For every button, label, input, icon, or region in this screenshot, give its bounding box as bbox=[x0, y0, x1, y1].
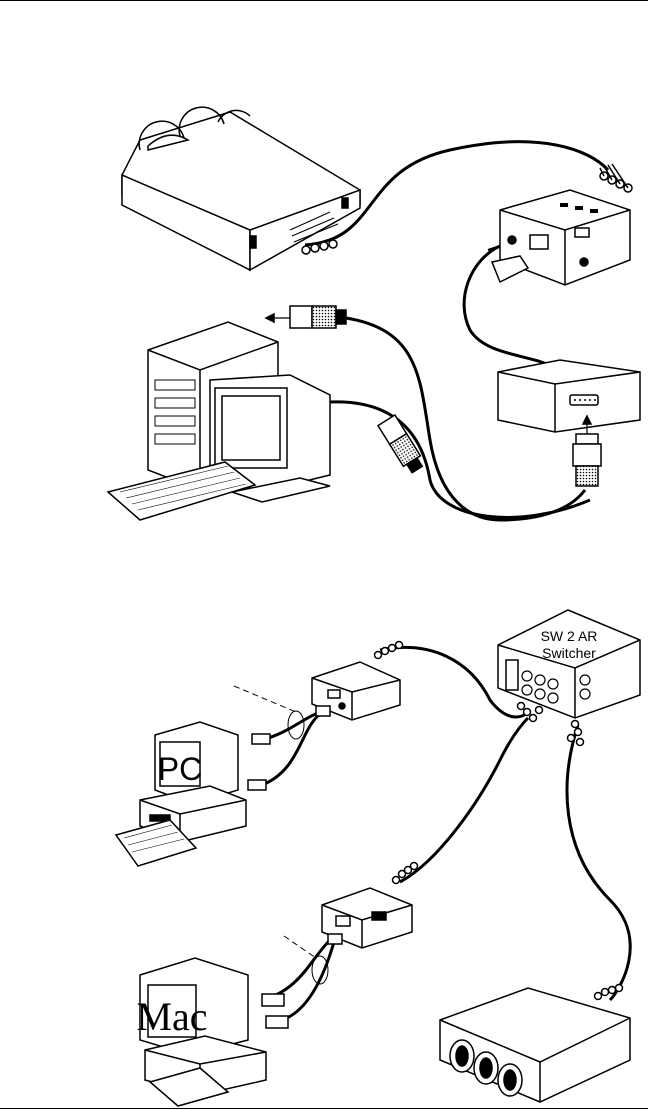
dsub-plug-top bbox=[492, 256, 528, 282]
switcher-label-line2: Switcher bbox=[542, 645, 596, 661]
projector-bottom bbox=[440, 988, 630, 1102]
bnc-connectors-right bbox=[600, 164, 632, 192]
pc-label: PC bbox=[158, 751, 202, 787]
bnc-switcher-out bbox=[568, 721, 584, 746]
sw2ar-switcher bbox=[498, 610, 640, 718]
cable-mac-to-switcher bbox=[400, 718, 528, 882]
mac-plug-2 bbox=[266, 1016, 288, 1028]
switcher-label-line1: SW 2 AR bbox=[541, 628, 598, 644]
pc-vga-plug-1 bbox=[252, 734, 270, 744]
mac-plug-3 bbox=[328, 934, 342, 944]
pc-vga-plug-2 bbox=[248, 780, 266, 790]
mac-plug-1 bbox=[262, 994, 284, 1006]
bnc-pc-box bbox=[375, 642, 403, 659]
bottom-figure: PC bbox=[116, 610, 640, 1106]
vga-plug-top bbox=[266, 306, 346, 328]
cable-switcher-to-projector bbox=[567, 725, 630, 1000]
pc-vga-plug-3 bbox=[316, 706, 330, 716]
top-figure bbox=[108, 107, 640, 520]
receiver-box-top bbox=[498, 360, 640, 432]
bnc-switcher-in bbox=[518, 703, 543, 722]
mac-cables bbox=[262, 940, 330, 1000]
bnc-projector-bottom bbox=[595, 985, 623, 1000]
mac-label: Mac bbox=[136, 994, 207, 1039]
